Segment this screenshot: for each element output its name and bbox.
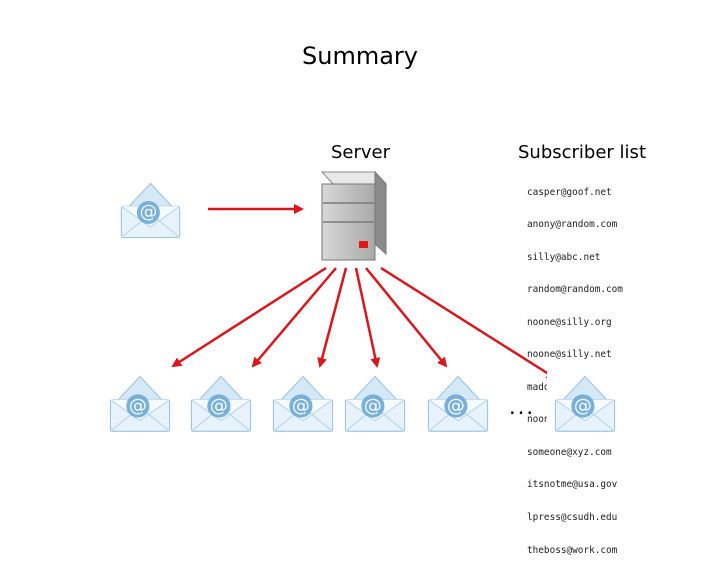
subscriber-email: anony@random.com	[527, 219, 618, 231]
arrow-server-to-recipient	[365, 267, 448, 368]
sender-envelope-icon	[113, 175, 188, 250]
subscriber-email: itsnotme@usa.gov	[527, 479, 618, 491]
subscriber-email: someone@xyz.com	[527, 446, 612, 458]
arrow-server-to-recipient	[317, 267, 348, 368]
subscriber-email: theboss@work.com	[527, 544, 618, 556]
diagram-canvas: @	[102, 170, 623, 444]
subscriber-email: casper@goof.net	[527, 186, 612, 198]
recipient-envelope-icon	[547, 368, 623, 444]
arrow-server-to-recipient	[251, 267, 337, 368]
more-recipients-ellipsis: ...	[509, 393, 536, 420]
server-icon	[320, 170, 388, 261]
recipient-envelope-icon	[265, 368, 341, 444]
recipient-envelope-icon	[102, 368, 178, 444]
arrow-server-to-recipient	[354, 267, 381, 368]
arrow-server-to-recipient	[171, 266, 327, 368]
subscriber-email: noone@silly.org	[527, 316, 612, 328]
subscriber-email: noone@silly.net	[527, 349, 612, 361]
subscriber-email: silly@abc.net	[527, 251, 601, 263]
slide-title: Summary	[302, 42, 418, 70]
recipient-envelope-icon	[183, 368, 259, 444]
subscriber-email: random@random.com	[527, 284, 623, 296]
recipient-envelope-icon	[337, 368, 413, 444]
server-status-led	[359, 241, 368, 248]
subscriber-list-label: Subscriber list	[518, 142, 646, 163]
server-label: Server	[331, 142, 391, 163]
recipient-envelope-icon	[420, 368, 496, 444]
subscriber-email: lpress@csudh.edu	[527, 512, 618, 523]
arrow-server-to-recipient	[380, 266, 557, 380]
